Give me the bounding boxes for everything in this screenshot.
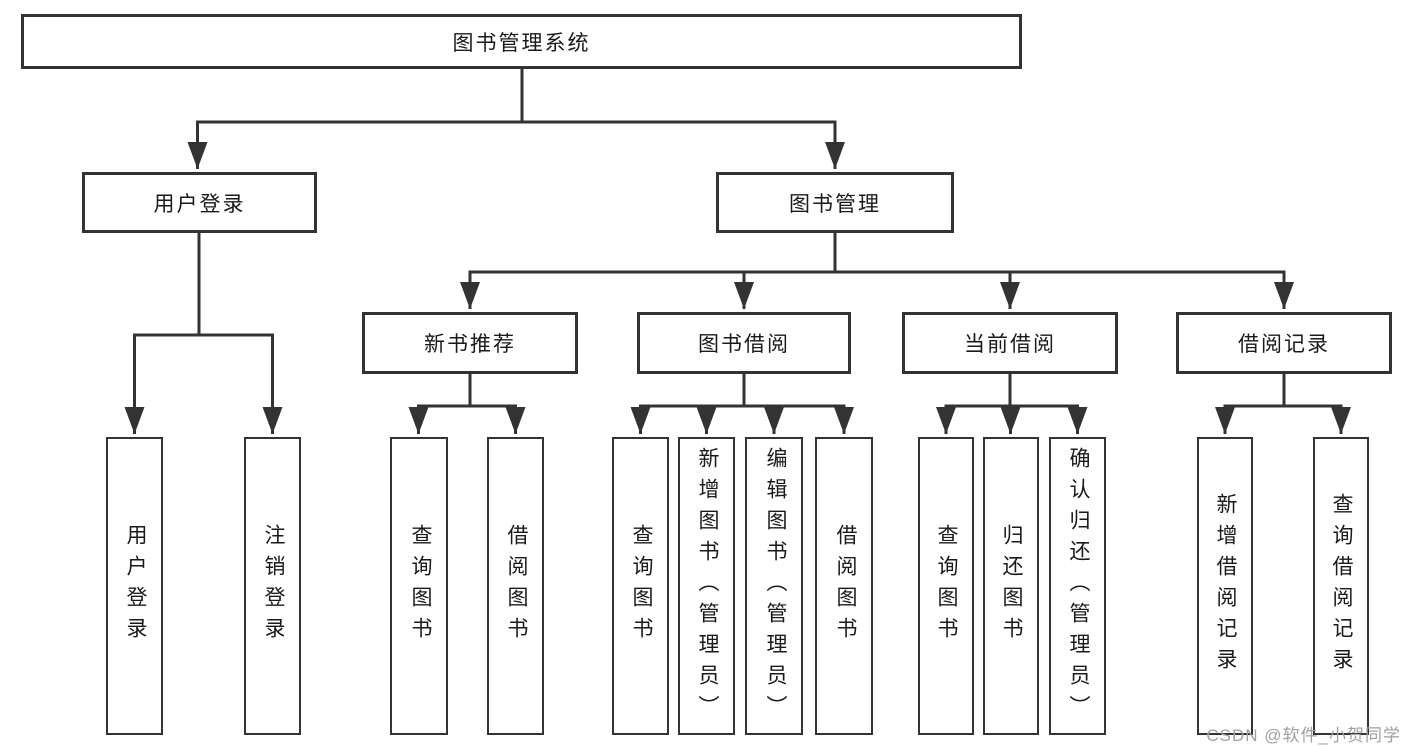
leaf-borrow-books-recommend: 借阅图书 — [487, 437, 544, 735]
node-book-management: 图书管理 — [716, 172, 954, 233]
leaf-query-borrow-record: 查询借阅记录 — [1313, 437, 1369, 735]
leaf-borrow-books: 借阅图书 — [815, 437, 873, 735]
leaf-query-books-recommend: 查询图书 — [390, 437, 448, 735]
node-current-borrowing: 当前借阅 — [902, 312, 1118, 374]
node-library-system: 图书管理系统 — [21, 14, 1022, 69]
node-borrowing-records: 借阅记录 — [1176, 312, 1392, 374]
leaf-query-books-borrowing: 查询图书 — [612, 437, 669, 735]
leaf-edit-books-admin: 编辑图书（管理员） — [745, 437, 803, 735]
node-new-book-recommend: 新书推荐 — [362, 312, 578, 374]
leaf-return-books: 归还图书 — [983, 437, 1039, 735]
node-book-borrowing: 图书借阅 — [637, 312, 851, 374]
leaf-add-borrow-record: 新增借阅记录 — [1197, 437, 1253, 735]
node-user-login: 用户登录 — [82, 172, 317, 233]
leaf-query-books-current: 查询图书 — [918, 437, 974, 735]
leaf-logout: 注销登录 — [244, 437, 301, 735]
leaf-user-login: 用户登录 — [106, 437, 163, 735]
csdn-watermark: CSDN @软件_小贺同学 — [1206, 726, 1401, 745]
leaf-confirm-return-admin: 确认归还（管理员） — [1049, 437, 1106, 735]
leaf-add-books-admin: 新增图书（管理员） — [678, 437, 735, 735]
